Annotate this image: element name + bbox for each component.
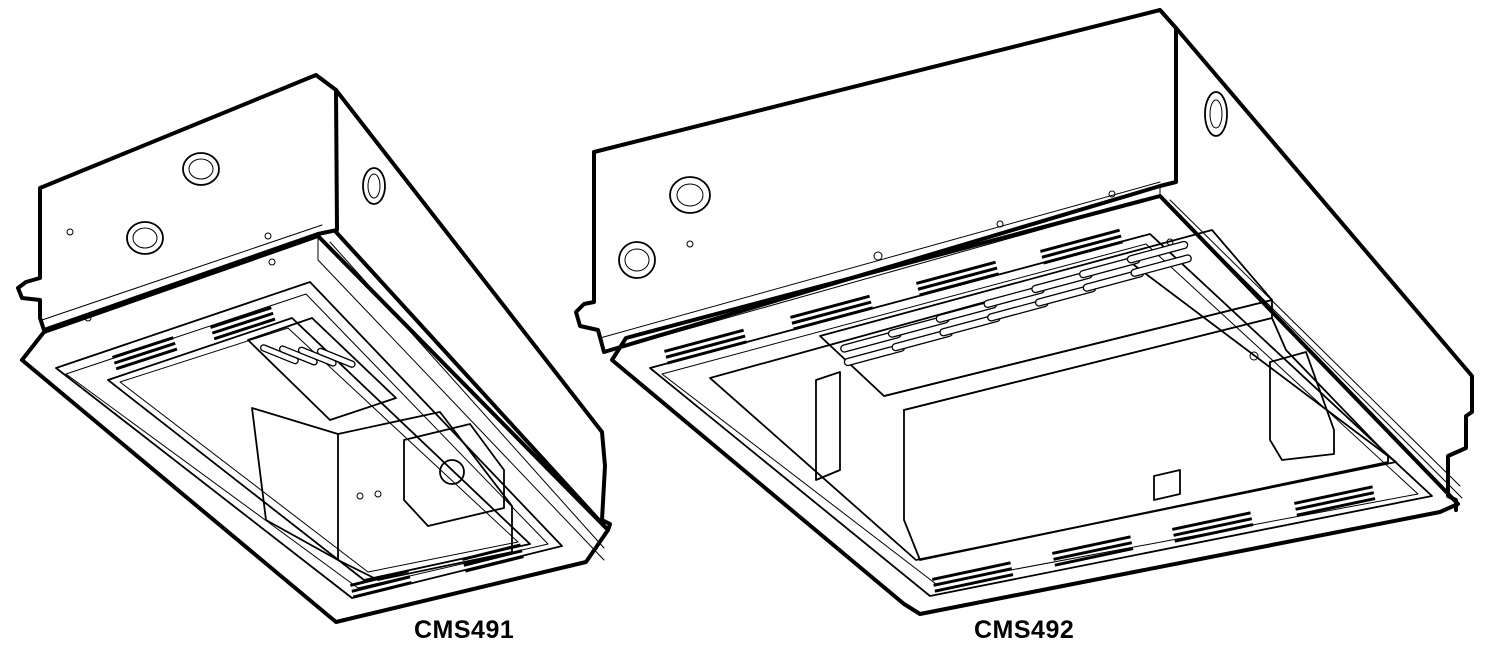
cms491-enclosure [16, 73, 612, 624]
cms492-label: CMS492 [974, 616, 1075, 644]
cms492-enclosure [574, 8, 1474, 616]
cms491-label: CMS491 [414, 616, 515, 644]
